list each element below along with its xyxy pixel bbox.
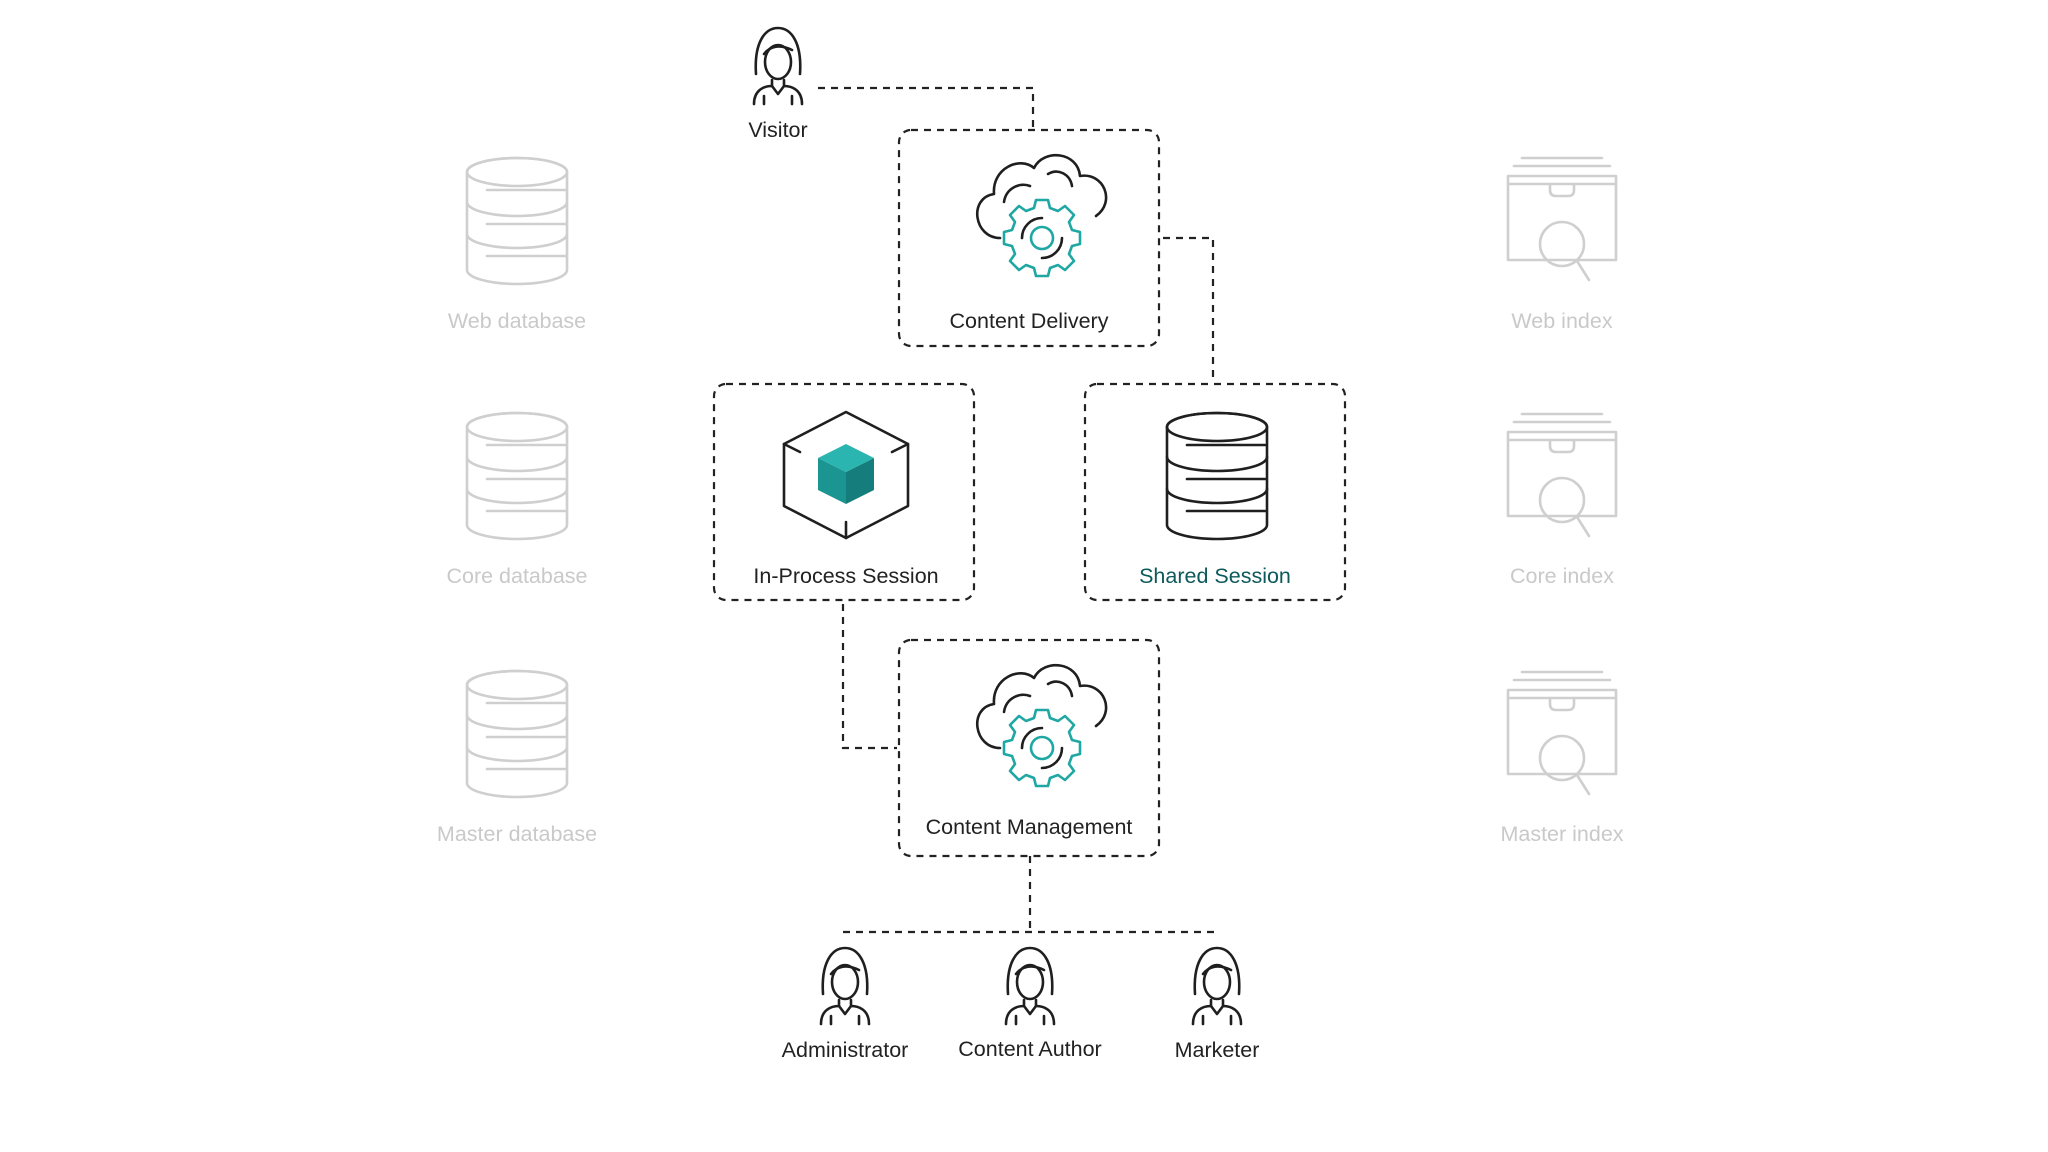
administrator-node: Administrator xyxy=(782,946,909,1062)
search-index-icon xyxy=(1506,670,1618,796)
content-author-label: Content Author xyxy=(958,1037,1101,1061)
cube-icon xyxy=(782,410,910,540)
web-index-node: Web index xyxy=(1506,156,1618,333)
connectors xyxy=(818,86,1215,934)
web-database-label: Web database xyxy=(448,309,586,333)
master-index-label: Master index xyxy=(1500,822,1623,846)
content-delivery-label: Content Delivery xyxy=(950,309,1109,333)
user-icon xyxy=(819,946,871,1026)
cloud-gear-icon xyxy=(975,153,1108,278)
search-index-icon xyxy=(1506,156,1618,282)
connector-delivery-shared-session xyxy=(1163,236,1215,380)
web-index-label: Web index xyxy=(1511,309,1612,333)
database-icon xyxy=(1165,411,1269,541)
database-icon xyxy=(465,411,569,541)
administrator-label: Administrator xyxy=(782,1038,909,1062)
in-process-session-box xyxy=(712,382,976,602)
content-management-node: Content Management xyxy=(926,663,1133,839)
content-author-node: Content Author xyxy=(958,946,1102,1061)
connector-visitor-delivery xyxy=(818,86,1035,128)
core-index-label: Core index xyxy=(1510,564,1614,588)
core-database-label: Core database xyxy=(446,564,587,588)
user-icon xyxy=(1191,946,1243,1026)
content-management-label: Content Management xyxy=(926,815,1133,839)
database-icon xyxy=(465,156,569,286)
user-icon xyxy=(752,26,804,106)
content-management-box xyxy=(897,638,1161,858)
marketer-label: Marketer xyxy=(1175,1038,1260,1062)
marketer-node: Marketer xyxy=(1175,946,1260,1062)
web-database-node: Web database xyxy=(448,156,586,333)
master-database-node: Master database xyxy=(437,669,597,846)
database-icon xyxy=(465,669,569,799)
content-delivery-node: Content Delivery xyxy=(950,153,1109,333)
in-process-session-node: In-Process Session xyxy=(753,410,939,588)
visitor-label: Visitor xyxy=(748,118,807,142)
master-database-label: Master database xyxy=(437,822,597,846)
shared-session-label: Shared Session xyxy=(1139,564,1291,588)
shared-session-node: Shared Session xyxy=(1139,411,1291,588)
core-index-node: Core index xyxy=(1506,412,1618,588)
connector-inprocess-management xyxy=(841,604,897,750)
search-index-icon xyxy=(1506,412,1618,538)
shared-session-box xyxy=(1083,382,1347,602)
in-process-session-label: In-Process Session xyxy=(753,564,938,588)
user-icon xyxy=(1004,946,1056,1026)
visitor-node: Visitor xyxy=(748,26,808,142)
cloud-gear-icon xyxy=(975,663,1108,788)
core-database-node: Core database xyxy=(446,411,588,588)
content-delivery-box xyxy=(897,128,1161,348)
master-index-node: Master index xyxy=(1500,670,1624,846)
